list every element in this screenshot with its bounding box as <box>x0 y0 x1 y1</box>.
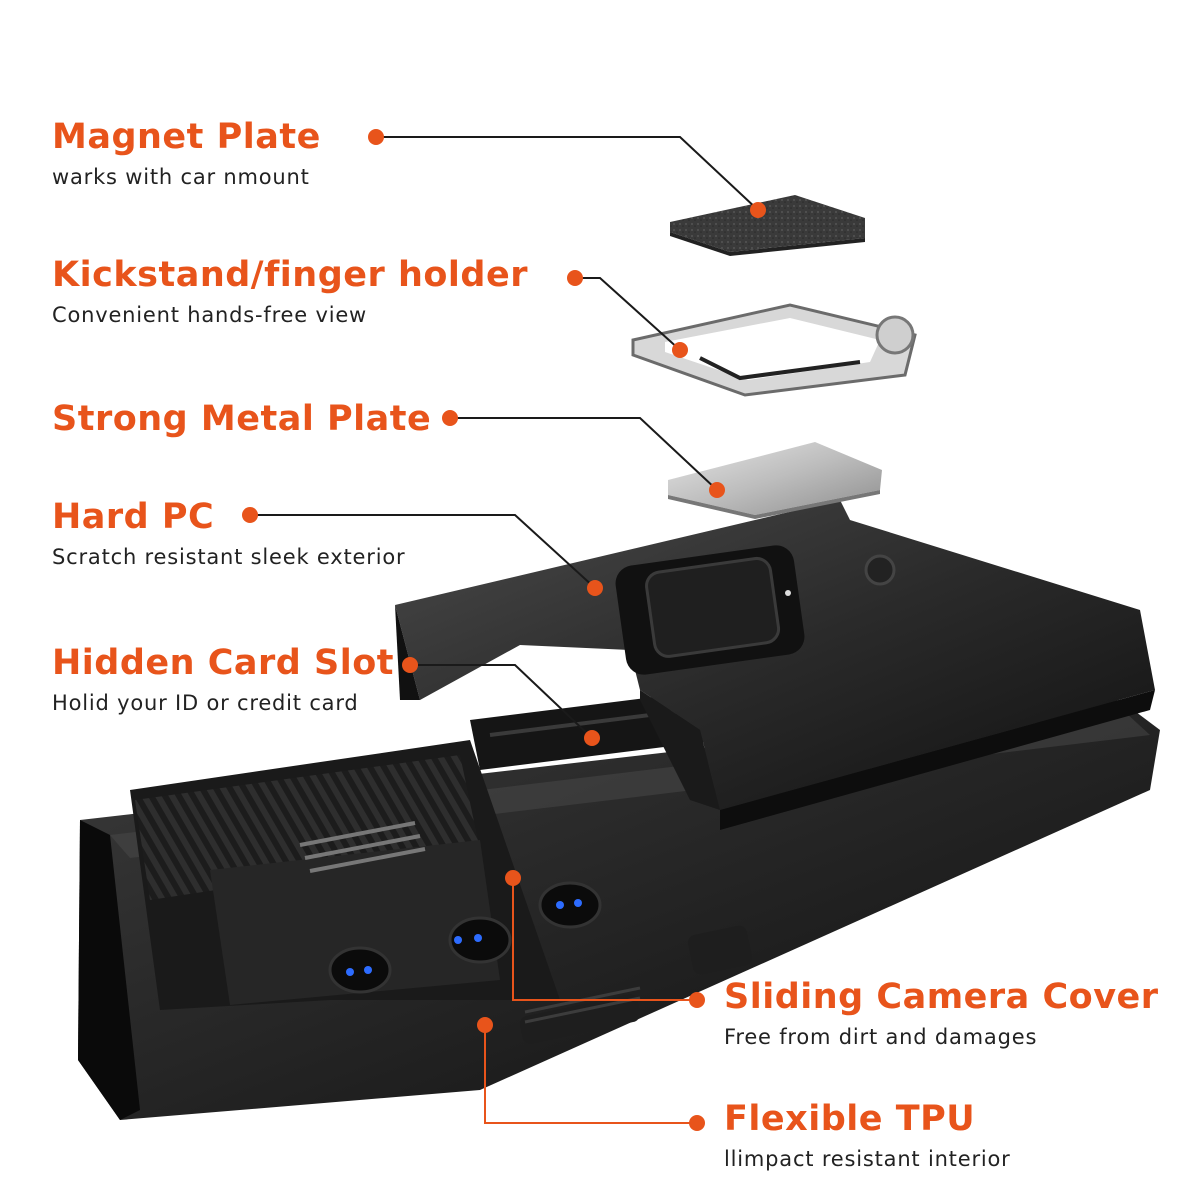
leader-hard-pc <box>250 514 596 589</box>
callout-title: Flexible TPU <box>724 1099 976 1139</box>
callout-flexible-tpu: Flexible TPU llimpact resistant interior <box>724 1099 1011 1172</box>
callout-metal-plate: Strong Metal Plate <box>52 402 431 437</box>
dot-kick-end <box>672 342 688 358</box>
metal-plate-icon <box>668 442 882 519</box>
leader-magnet-plate <box>376 136 759 211</box>
callout-kickstand: Kickstand/finger holder Convenient hands… <box>52 255 528 328</box>
dot-metal-start <box>442 410 458 426</box>
callout-title: Sliding Camera Cover <box>724 977 1159 1017</box>
callout-magnet-plate: Magnet Plate warks with car nmount <box>52 117 321 190</box>
callout-description: Scratch resistant sleek exterior <box>52 545 406 569</box>
dot-magnet-start <box>368 129 384 145</box>
dot-metal-end <box>709 482 725 498</box>
camera-slider-icon <box>130 740 602 1010</box>
callout-title: Magnet Plate <box>52 117 321 157</box>
callout-card-slot: Hidden Card Slot Holid your ID or credit… <box>52 643 395 716</box>
dot-camera-start <box>505 870 521 886</box>
leader-metal-plate <box>450 417 718 491</box>
callout-camera-cover: Sliding Camera Cover Free from dirt and … <box>724 977 1159 1050</box>
dot-card-end <box>584 730 600 746</box>
callout-description: Free from dirt and damages <box>724 1025 1038 1049</box>
dot-magnet-end <box>750 202 766 218</box>
callout-hard-pc: Hard PC Scratch resistant sleek exterior <box>52 497 406 570</box>
callout-title: Kickstand/finger holder <box>52 255 528 295</box>
callout-title: Hidden Card Slot <box>52 643 395 683</box>
leader-camera-cover <box>512 878 697 1001</box>
leader-card-slot <box>410 664 593 739</box>
dot-card-start <box>402 657 418 673</box>
dot-camera-end <box>689 992 705 1008</box>
callout-description: Convenient hands-free view <box>52 303 368 327</box>
dot-hardpc-start <box>242 507 258 523</box>
callout-title: Hard PC <box>52 497 215 537</box>
callout-description: Holid your ID or credit card <box>52 691 359 715</box>
leader-flexible-tpu <box>484 1025 697 1124</box>
dot-hardpc-end <box>587 580 603 596</box>
callout-description: llimpact resistant interior <box>724 1147 1011 1171</box>
dot-tpu-start <box>477 1017 493 1033</box>
magnet-plate-icon <box>670 195 865 256</box>
leader-kickstand <box>575 277 681 351</box>
dot-tpu-end <box>689 1115 705 1131</box>
kickstand-ring-icon <box>631 303 917 397</box>
callout-description: warks with car nmount <box>52 165 310 189</box>
dot-kick-start <box>567 270 583 286</box>
callout-title: Strong Metal Plate <box>52 399 432 439</box>
hard-pc-shell-icon <box>395 500 1155 830</box>
